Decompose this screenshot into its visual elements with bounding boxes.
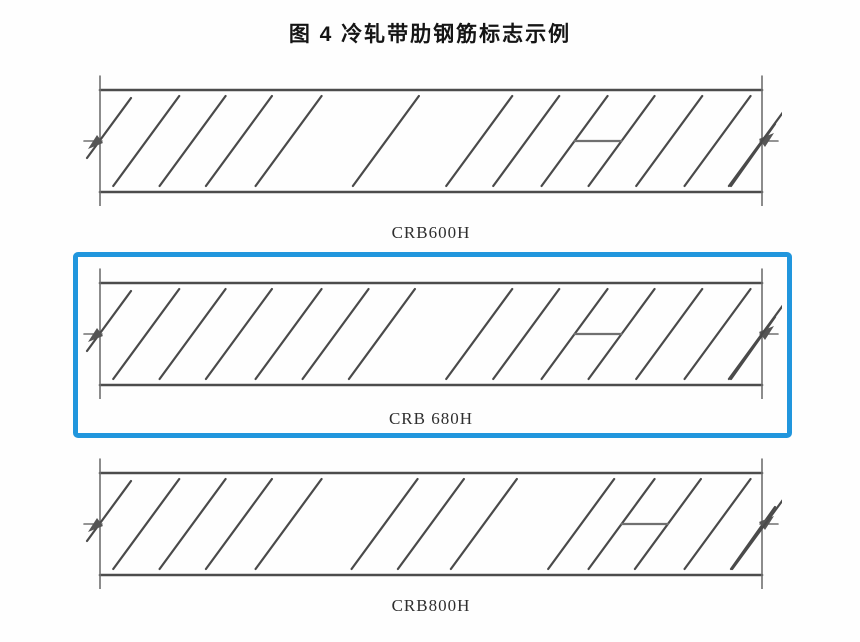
bar-label: CRB 680H <box>388 409 474 428</box>
rebar-diagram-crb800h <box>83 458 782 589</box>
bar-label: CRB800H <box>391 596 471 615</box>
rebar-diagram-crb680h <box>83 268 782 399</box>
rebar-diagram-crb600h <box>83 75 782 206</box>
figure-caption: 图 4 冷轧带肋钢筋标志示例 <box>288 23 572 46</box>
bar-label: CRB600H <box>391 223 471 242</box>
